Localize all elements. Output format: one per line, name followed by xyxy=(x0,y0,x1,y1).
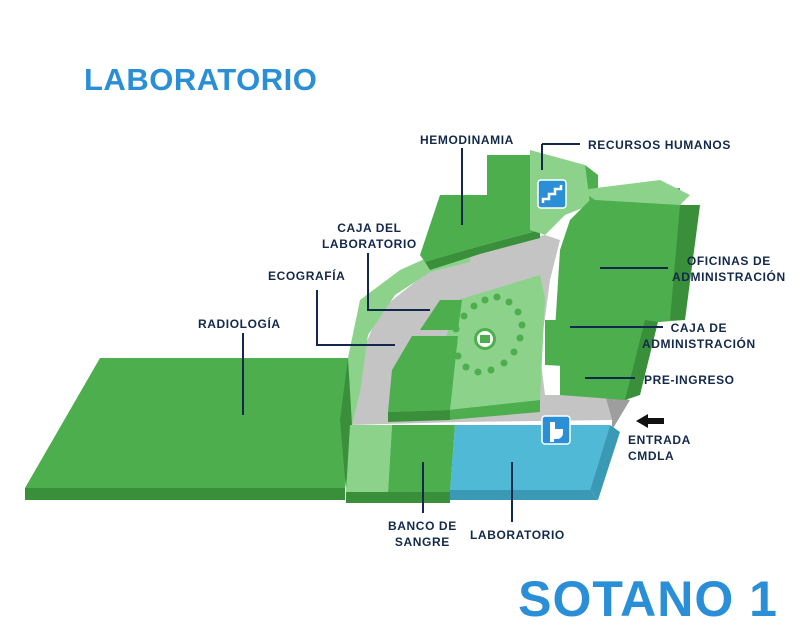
laboratorio-side xyxy=(590,425,620,500)
pre-ingreso-block[interactable] xyxy=(560,365,640,400)
banco-sangre-block[interactable] xyxy=(388,425,455,492)
admin-side xyxy=(625,320,658,400)
label-entrada: ENTRADA CMDLA xyxy=(628,432,691,464)
arrow-left-icon[interactable] xyxy=(636,414,664,428)
label-oficinas-line1: OFICINAS DE xyxy=(686,254,771,268)
label-banco-sangre: BANCO DE SANGRE xyxy=(388,518,457,550)
courtyard-front xyxy=(448,400,540,420)
label-entrada-line1: ENTRADA xyxy=(628,433,691,447)
stairs-icon[interactable] xyxy=(537,179,567,209)
ecografia-front xyxy=(388,410,450,422)
page-title: LABORATORIO xyxy=(84,62,318,97)
floor-title: SOTANO 1 xyxy=(518,571,778,627)
label-caja-administracion-line2: ADMINISTRACIÓN xyxy=(642,337,756,351)
label-recursos-humanos: RECURSOS HUMANOS xyxy=(588,138,731,152)
label-ecografia: ECOGRAFÍA xyxy=(268,269,346,283)
label-caja-laboratorio-line1: CAJA DEL xyxy=(337,221,402,235)
oficinas-side xyxy=(670,205,700,320)
laboratorio-block[interactable] xyxy=(450,425,610,490)
label-caja-administracion-line1: CAJA DE xyxy=(670,321,728,335)
label-caja-laboratorio: CAJA DEL LABORATORIO xyxy=(322,220,417,252)
label-caja-laboratorio-line2: LABORATORIO xyxy=(322,237,417,251)
laboratorio-front xyxy=(450,490,598,500)
hemodinamia-edge xyxy=(425,230,540,270)
corridor-side xyxy=(605,395,630,430)
oficinas-top xyxy=(580,180,690,205)
oficinas-block[interactable] xyxy=(555,188,685,330)
banco-sangre-light[interactable] xyxy=(346,425,392,492)
label-pre-ingreso: PRE-INGRESO xyxy=(644,373,735,387)
label-oficinas: OFICINAS DE ADMINISTRACIÓN xyxy=(672,253,786,285)
label-caja-administracion: CAJA DE ADMINISTRACIÓN xyxy=(642,320,756,352)
toilet-icon[interactable] xyxy=(541,415,571,445)
left-wing-light[interactable] xyxy=(348,248,470,425)
elevator-icon[interactable] xyxy=(474,328,496,350)
label-entrada-line2: CMDLA xyxy=(628,449,675,463)
caja-administracion-block[interactable] xyxy=(545,320,645,370)
hemodinamia-block[interactable] xyxy=(420,155,540,262)
label-hemodinamia: HEMODINAMIA xyxy=(420,133,514,147)
label-banco-sangre-line1: BANCO DE xyxy=(388,519,457,533)
label-oficinas-line2: ADMINISTRACIÓN xyxy=(672,270,786,284)
caja-laboratorio-block[interactable] xyxy=(420,300,462,330)
label-radiologia: RADIOLOGÍA xyxy=(198,317,281,331)
label-laboratorio: LABORATORIO xyxy=(470,528,565,542)
banco-sangre-front xyxy=(346,492,450,503)
courtyard-dots xyxy=(450,293,526,376)
label-banco-sangre-line2: SANGRE xyxy=(394,535,450,549)
ecografia-block[interactable] xyxy=(388,336,458,412)
label-leaders xyxy=(242,143,668,522)
radiologia-block[interactable] xyxy=(25,358,348,488)
radiologia-front xyxy=(25,488,345,500)
